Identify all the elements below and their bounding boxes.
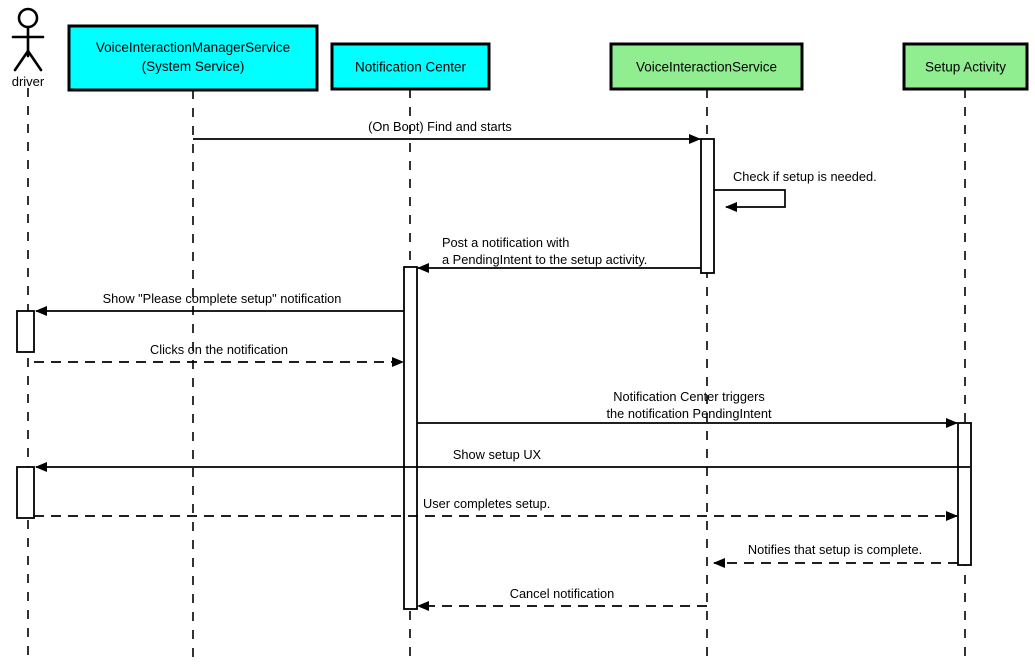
message-msg-1[interactable]: (On Boot) Find and starts	[193, 119, 701, 144]
actor-leg-left-icon	[13, 49, 30, 72]
message-label-msg-9: Notifies that setup is complete.	[748, 542, 922, 557]
participant-vis[interactable]: VoiceInteractionService	[609, 42, 804, 91]
participant-sublabel-vims: (System Service)	[142, 59, 245, 74]
activation-bar-driver	[16, 466, 35, 519]
message-label-msg-2: Check if setup is needed.	[733, 169, 877, 184]
message-msg-3[interactable]: Post a notification with a PendingIntent …	[417, 235, 701, 273]
actor-leg-right-icon	[26, 49, 43, 72]
participant-label-vis: VoiceInteractionService	[636, 60, 777, 75]
message-msg-7[interactable]: Show setup UX	[35, 447, 970, 472]
participant-label-vims: VoiceInteractionManagerService	[96, 40, 290, 55]
message-label-msg-3: Post a notification with	[442, 235, 569, 250]
participant-label-driver: driver	[12, 74, 45, 89]
participant-setup[interactable]: Setup Activity	[902, 42, 1029, 91]
participant-driver[interactable]: driver	[11, 7, 45, 89]
message-label-msg-10: Cancel notification	[510, 586, 615, 601]
participant-box-notif[interactable]	[330, 42, 491, 91]
message-label-msg-6: Notification Center triggers	[613, 389, 765, 404]
activation-bar-driver	[16, 310, 35, 353]
message-msg-8[interactable]: User completes setup.	[34, 496, 958, 521]
participant-label-notif: Notification Center	[355, 60, 467, 75]
participant-box-vis[interactable]	[609, 42, 804, 91]
activation-bar-setup	[957, 422, 972, 566]
message-msg-6[interactable]: Notification Center triggers the notifica…	[417, 389, 958, 428]
activation-bar-notif	[403, 266, 418, 610]
actor-head-icon	[17, 7, 39, 29]
message-msg-9[interactable]: Notifies that setup is complete.	[713, 542, 958, 568]
participant-notif[interactable]: Notification Center	[330, 42, 491, 91]
message-label-msg-5: Clicks on the notification	[150, 342, 288, 357]
participant-vims[interactable]: VoiceInteractionManagerService (System Se…	[67, 24, 319, 92]
message-msg-4[interactable]: Show "Please complete setup" notificatio…	[35, 291, 404, 316]
participant-box-vims[interactable]	[67, 24, 319, 92]
message-label-msg-7: Show setup UX	[453, 447, 542, 462]
participant-label-setup: Setup Activity	[925, 60, 1006, 75]
message-msg-2[interactable]: Check if setup is needed.	[714, 169, 877, 212]
message-msg-10[interactable]: Cancel notification	[417, 586, 707, 611]
message-label-msg-4: Show "Please complete setup" notificatio…	[103, 291, 342, 306]
message-label-msg-1: (On Boot) Find and starts	[368, 119, 512, 134]
message-label-msg-8: User completes setup.	[423, 496, 550, 511]
participant-box-setup[interactable]	[902, 42, 1029, 91]
message-label-msg-3: a PendingIntent to the setup activity.	[442, 252, 647, 267]
message-msg-5[interactable]: Clicks on the notification	[34, 342, 404, 367]
message-label-msg-6: the notification PendingIntent	[606, 406, 772, 421]
activations-layer	[16, 138, 972, 610]
participants-layer: driver VoiceInteractionManagerService (Sys…	[11, 7, 1029, 92]
activation-bar-vis	[700, 138, 715, 274]
message-arrow-msg-2	[714, 189, 786, 212]
